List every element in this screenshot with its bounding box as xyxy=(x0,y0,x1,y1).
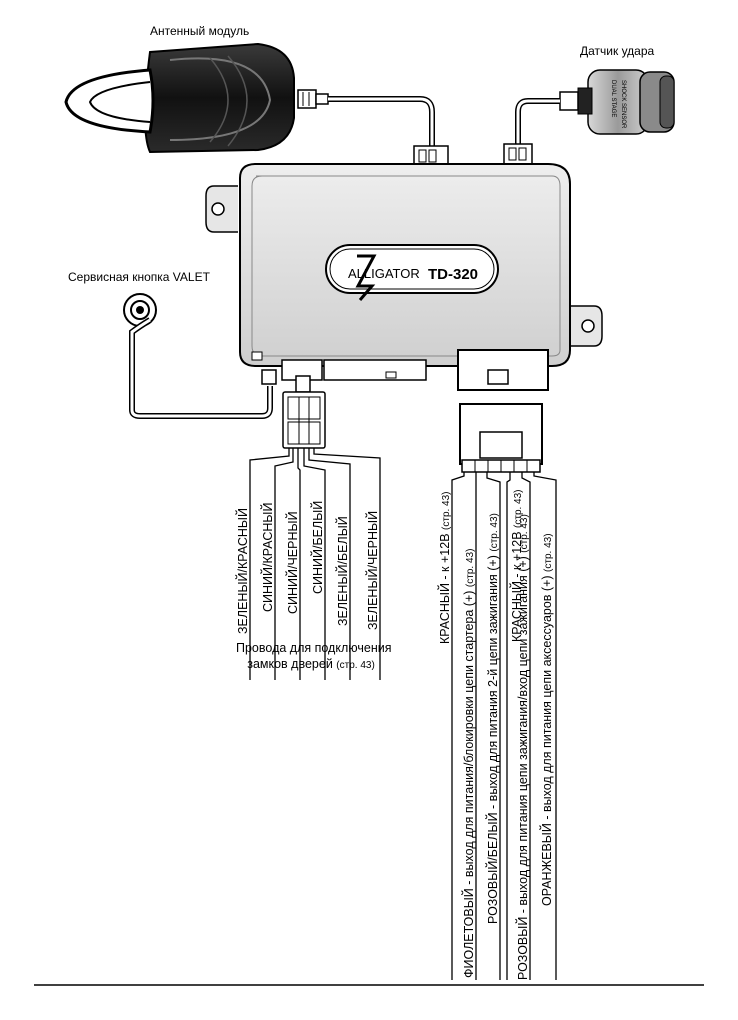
door-lock-connector xyxy=(282,375,326,449)
shock-sensor-cable xyxy=(503,91,579,165)
antenna-module-label: Антенный модуль xyxy=(150,24,250,38)
valet-button-icon xyxy=(123,293,273,419)
unit-brand-text: ALLIGATOR xyxy=(348,266,420,281)
valet-button-label: Сервисная кнопка VALET xyxy=(68,270,210,284)
door-lock-caption: Провода для подключения замков дверей (с… xyxy=(236,640,392,674)
shock-sensor-label: Датчик удара xyxy=(580,44,655,58)
sensor-print-2: SHOCK SENSOR xyxy=(620,80,626,129)
antenna-cable xyxy=(328,96,435,148)
main-unit-icon: ALLIGATOR TD-320 xyxy=(205,163,603,391)
power-wire-leads xyxy=(451,472,557,980)
sensor-print-1: DUAL STAGE xyxy=(610,80,616,117)
antenna-module-icon xyxy=(64,42,329,154)
door-lock-caption-line2: замков дверей (стр. 43) xyxy=(247,657,375,671)
power-connector xyxy=(459,403,543,473)
antenna-plug xyxy=(413,145,449,167)
unit-model-text: TD-320 xyxy=(428,266,478,283)
shock-sensor-icon: DUAL STAGE SHOCK SENSOR xyxy=(577,69,675,135)
door-lock-caption-line1: Провода для подключения xyxy=(236,641,392,655)
door-lock-wire-leads xyxy=(249,448,381,680)
